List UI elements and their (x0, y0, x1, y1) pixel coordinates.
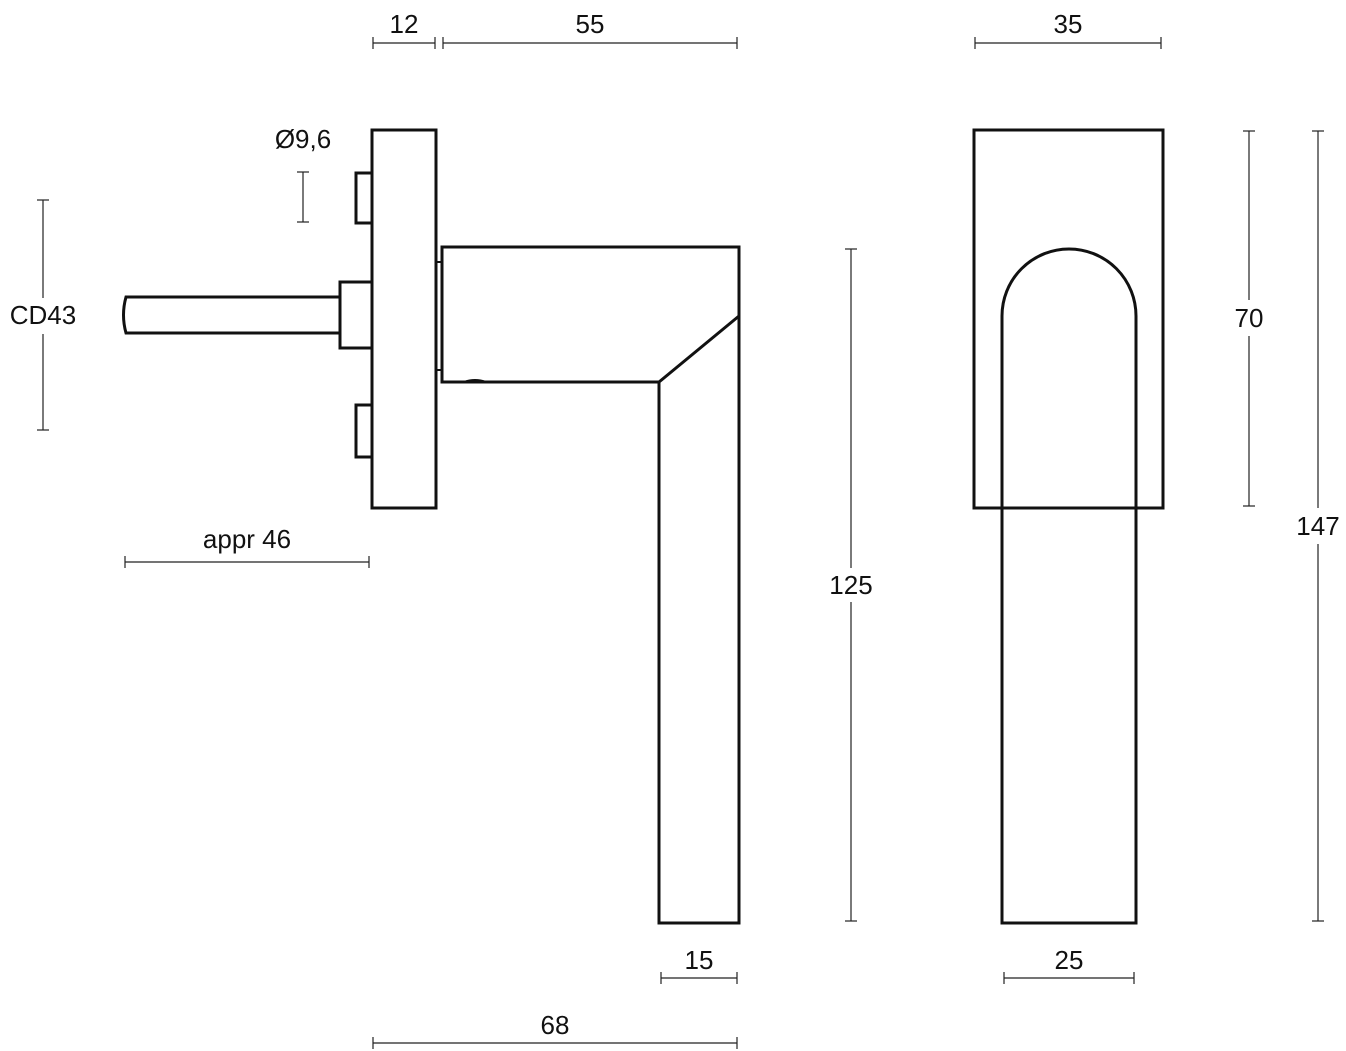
side-view (122, 128, 741, 925)
dim-lever-length: 125 (829, 570, 872, 600)
dim-handle-projection: 55 (576, 9, 605, 39)
dim-rose-height: 70 (1235, 303, 1264, 333)
lever-front (1000, 508, 1138, 925)
handle-lever-side (440, 245, 741, 925)
dim-center-distance: CD43 (10, 300, 76, 330)
front-view (972, 128, 1165, 925)
screw-stud-top (354, 171, 374, 225)
dim-spindle-length: appr 46 (203, 524, 291, 554)
dim-lever-width-side: 15 (685, 945, 714, 975)
dimension-lines (37, 37, 1324, 1049)
screw-stud-bottom (354, 403, 374, 459)
dim-overall-depth: 68 (541, 1010, 570, 1040)
spindle-collar (338, 280, 374, 350)
dim-grip-width: 25 (1055, 945, 1084, 975)
dimension-labels: 12 55 35 Ø9,6 CD43 appr 46 125 15 68 70 … (10, 9, 1340, 1040)
rose-plate (370, 128, 438, 510)
rose-front (972, 128, 1165, 510)
dim-rose-thickness: 12 (390, 9, 419, 39)
dim-bore-diameter: Ø9,6 (275, 124, 331, 154)
spindle (122, 295, 340, 335)
dim-rose-width: 35 (1054, 9, 1083, 39)
handle-neck-mark (463, 379, 487, 383)
handle-bevel-line (658, 314, 740, 384)
dim-overall-height: 147 (1296, 511, 1339, 541)
grip-front (1000, 247, 1138, 508)
